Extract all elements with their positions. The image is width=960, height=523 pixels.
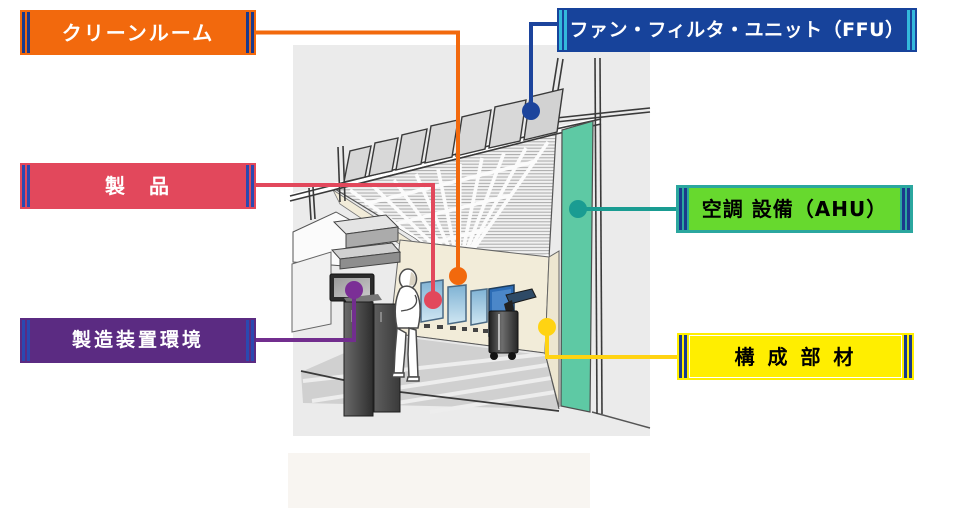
stripe <box>251 165 254 207</box>
stripe <box>564 10 567 50</box>
label-cleanroom-text: クリーンルーム <box>61 20 215 45</box>
ffu-dot <box>522 102 540 120</box>
connectors <box>256 22 677 359</box>
wall-vents <box>424 324 488 333</box>
label-ffu-text: ファン・フィルタ・ユニット（FFU） <box>569 18 905 41</box>
components-dot <box>538 318 556 336</box>
stripe <box>22 165 25 207</box>
stripe <box>251 320 254 361</box>
label-cleanroom: クリーンルーム <box>20 10 256 55</box>
cleanroom-worker <box>391 268 421 382</box>
label-ahu-text: 空調 設備（AHU） <box>689 188 900 230</box>
stripe <box>22 320 25 361</box>
connector-components <box>538 318 677 359</box>
label-ahu: 空調 設備（AHU） <box>676 185 913 233</box>
stripe <box>902 188 905 230</box>
product-dot <box>424 291 442 309</box>
stripe <box>909 335 912 378</box>
stripe <box>27 320 30 361</box>
stripe <box>27 165 30 207</box>
connector-equipment-environment <box>256 281 363 342</box>
label-equipment-environment-text: 製造装置環境 <box>71 329 204 351</box>
stripe <box>22 12 25 53</box>
stripe <box>27 12 30 53</box>
connector-ahu <box>569 200 676 218</box>
ahu-dot <box>569 200 587 218</box>
stripe <box>684 335 687 378</box>
equipment-cart <box>488 288 537 360</box>
ahu-duct-panel <box>560 120 594 413</box>
label-components-text: 構 成 部 材 <box>689 335 902 378</box>
stripe <box>904 335 907 378</box>
stripe <box>246 320 249 361</box>
connector-ffu <box>522 22 557 120</box>
stripe <box>559 10 562 50</box>
equipment-environment-dot <box>345 281 363 299</box>
label-ffu: ファン・フィルタ・ユニット（FFU） <box>557 8 917 52</box>
stripe <box>251 12 254 53</box>
label-equipment-environment: 製造装置環境 <box>20 318 256 363</box>
label-product-text: 製 品 <box>105 174 171 198</box>
ffu-panels <box>343 88 564 183</box>
stripe <box>246 165 249 207</box>
connector-product <box>256 183 442 309</box>
stripe <box>907 188 910 230</box>
stripe <box>907 10 910 50</box>
stripe <box>246 12 249 53</box>
cleanroom-dot <box>449 267 467 285</box>
stripe <box>679 188 682 230</box>
label-components: 構 成 部 材 <box>677 333 914 380</box>
connector-cleanroom <box>256 30 467 285</box>
stripe <box>912 10 915 50</box>
bottom-shadow-strip <box>288 453 590 508</box>
label-product: 製 品 <box>20 163 256 209</box>
stripe <box>679 335 682 378</box>
stripe <box>684 188 687 230</box>
